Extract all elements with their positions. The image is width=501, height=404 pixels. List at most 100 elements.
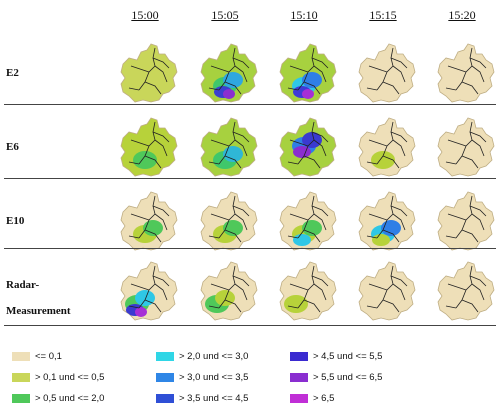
rain-map [353,38,421,106]
catchment-map [200,261,258,321]
time-header: 15:05 [211,8,239,22]
river-network-line [297,47,315,91]
row-label: Radar- Measurement [6,279,71,317]
river-network-line [234,139,248,157]
river-network-line [210,213,230,221]
catchment-map [279,191,337,251]
row-label: E2 [6,67,19,79]
river-network-line [138,265,156,309]
rain-map [274,256,342,324]
river-network-line [461,155,479,169]
legend-label: > 3,5 und <= 4,5 [179,393,249,404]
legend-label: > 0,1 und <= 0,5 [35,372,105,383]
rainfall-intensity-area [302,89,314,99]
legend-label: > 0,5 und <= 2,0 [35,393,105,404]
river-network-line [297,121,315,165]
legend-label: > 4,5 und <= 5,5 [313,351,383,362]
river-network-line [461,81,479,95]
river-network-line [313,213,327,231]
time-header: 15:00 [131,8,159,22]
rain-map [195,38,263,106]
rain-map [432,256,500,324]
legend-swatch [156,394,174,403]
river-network-line [144,299,162,313]
river-network-line [224,299,242,313]
river-network-line [289,213,309,221]
river-network-line [469,205,487,217]
catchment-map [120,43,178,103]
river-network-line [232,57,250,69]
river-network-line [154,139,168,157]
river-network-line [287,235,299,239]
river-network-line [130,283,150,291]
rainfall-intensity-area [381,220,401,236]
time-header: 15:15 [369,8,397,22]
river-network-line [368,283,388,291]
river-network-line [224,229,242,243]
river-network-line [461,299,479,313]
legend-label: <= 0,1 [35,351,62,362]
river-network-line [218,195,236,239]
river-network-line [368,65,388,73]
river-network-line [455,195,473,239]
catchment-map [200,43,258,103]
river-network-line [218,265,236,309]
river-network-line [376,121,394,165]
river-network-line [311,205,329,217]
river-network-line [287,161,299,165]
rainfall-intensity-area [302,72,322,88]
row-separator [4,178,496,179]
river-network-line [469,131,487,143]
river-network-line [366,161,378,165]
rainfall-intensity-area [223,89,235,99]
rainfall-intensity-area [372,234,390,246]
river-network-line [154,213,168,231]
row-separator [4,325,496,326]
legend-swatch [290,394,308,403]
river-network-line [382,155,400,169]
river-network-line [154,65,168,83]
rain-map [274,112,342,180]
river-network-line [382,81,400,95]
river-network-line [471,139,485,157]
river-network-line [210,65,230,73]
river-network-line [152,275,170,287]
river-network-line [376,195,394,239]
river-network-line [210,139,230,147]
river-network-line [368,213,388,221]
river-network-line [455,121,473,165]
legend-label: > 2,0 und <= 3,0 [179,351,249,362]
rain-map [353,256,421,324]
river-network-line [138,47,156,91]
catchment-map [200,117,258,177]
row-label: E6 [6,141,19,153]
river-network-line [152,57,170,69]
rain-map [353,112,421,180]
river-network-line [390,57,408,69]
river-network-line [447,139,467,147]
river-network-line [218,121,236,165]
river-network-line [210,283,230,291]
rain-map [274,186,342,254]
river-network-line [447,65,467,73]
river-network-line [471,283,485,301]
legend-item: > 4,5 und <= 5,5 [290,351,382,362]
legend-item: > 5,5 und <= 6,5 [290,372,382,383]
catchment-map [437,191,495,251]
river-network-line [152,131,170,143]
rainfall-intensity-area [223,146,243,162]
river-network-line [303,81,321,95]
river-network-line [289,139,309,147]
river-network-line [445,161,457,165]
catchment-map [437,261,495,321]
river-network-line [455,47,473,91]
river-network-line [447,213,467,221]
river-network-line [392,139,406,157]
river-network-line [152,205,170,217]
river-network-line [390,131,408,143]
rainfall-intensity-area [284,295,308,313]
river-network-line [208,305,220,309]
river-network-line [234,213,248,231]
rain-map [115,38,183,106]
catchment-map [200,191,258,251]
